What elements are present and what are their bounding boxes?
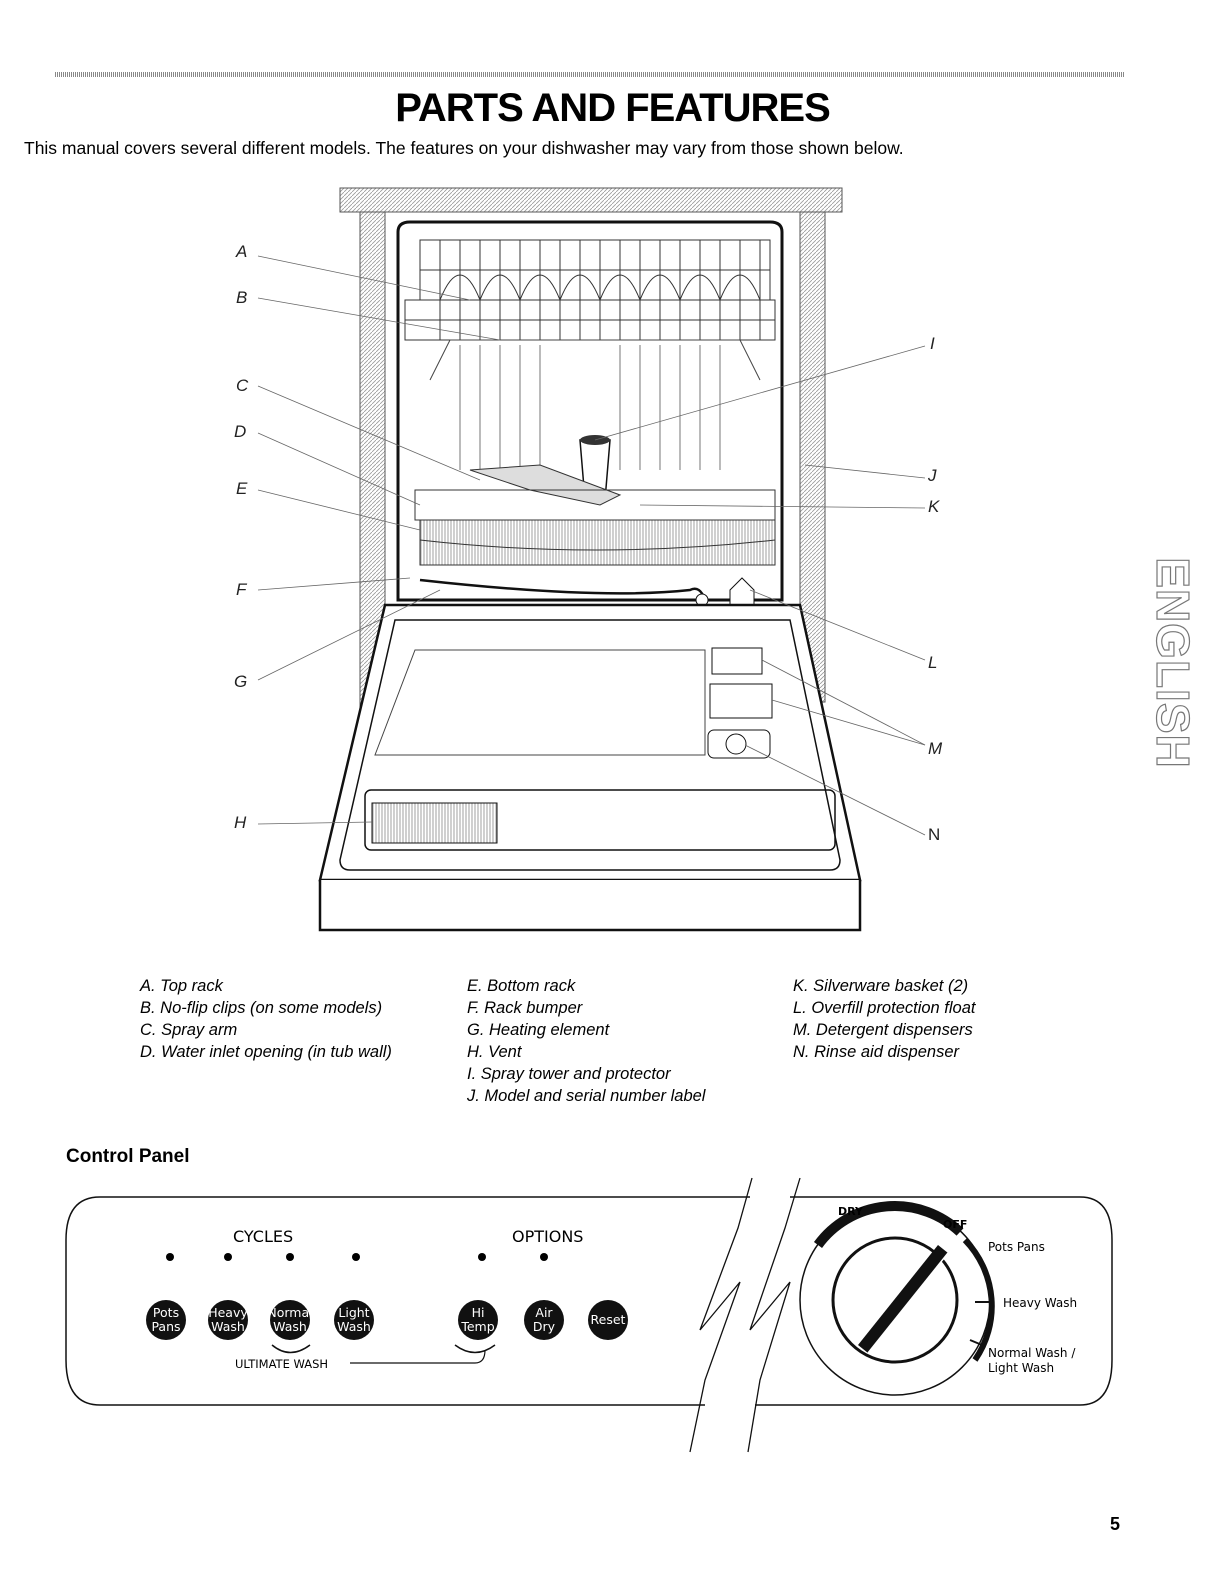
option-indicator-light (540, 1253, 548, 1261)
cycle-dial[interactable] (800, 1205, 990, 1395)
button-label: Reset (590, 1312, 626, 1327)
dial-heavy-wash-label: Heavy Wash (1003, 1296, 1078, 1310)
callout-e: E (236, 479, 248, 498)
button-label: Wash (211, 1319, 245, 1334)
button-label: Pans (151, 1319, 181, 1334)
callout-c: C (236, 376, 249, 395)
button-label: Dry (532, 1319, 556, 1334)
legend-item: E. Bottom rack (467, 977, 576, 995)
legend-item: J. Model and serial number label (467, 1087, 706, 1105)
button-label: Light (338, 1305, 370, 1320)
control-panel-heading: Control Panel (66, 1146, 190, 1167)
legend-item: C. Spray arm (140, 1021, 238, 1039)
dial-light-wash-label: Light Wash (988, 1361, 1055, 1375)
callout-d: D (234, 422, 247, 441)
callout-f: F (236, 580, 247, 599)
options-label: OPTIONS (512, 1227, 584, 1246)
callout-b: B (236, 288, 248, 307)
callout-g: G (234, 672, 248, 691)
cycle-indicator-light (224, 1253, 232, 1261)
option-indicator-light (478, 1253, 486, 1261)
dial-pots-pans-label: Pots Pans (988, 1240, 1045, 1254)
legend-item: H. Vent (467, 1043, 522, 1061)
button-label: Temp (461, 1319, 495, 1334)
dial-off-label: OFF (943, 1218, 968, 1231)
callout-a: A (236, 242, 248, 261)
cycle-indicator-light (286, 1253, 294, 1261)
button-label: Air (535, 1305, 553, 1320)
page-number: 5 (1110, 1514, 1121, 1534)
intro-text: This manual covers several different mod… (24, 138, 904, 158)
callout-m: M (928, 739, 943, 758)
language-tab: ENGLISH (1146, 556, 1199, 769)
language-tab-label: ENGLISH (1146, 556, 1199, 769)
reset-button[interactable]: Reset (588, 1300, 628, 1340)
legend-item: D. Water inlet opening (in tub wall) (140, 1043, 392, 1061)
legend-item: N. Rinse aid dispenser (793, 1043, 959, 1061)
legend-item: G. Heating element (467, 1021, 610, 1039)
legend-item: F. Rack bumper (467, 999, 583, 1017)
page-title: PARTS AND FEATURES (395, 86, 831, 130)
dial-normal-wash-label: Normal Wash / (988, 1346, 1076, 1360)
legend-column-3: K. Silverware basket (2) L. Overfill pro… (793, 975, 976, 1063)
callout-k: K (928, 497, 940, 516)
callout-n: N (928, 825, 941, 844)
legend-item: A. Top rack (140, 977, 223, 995)
button-label: Pots (152, 1305, 180, 1320)
button-label: Hi (471, 1305, 485, 1320)
button-label: Wash (273, 1319, 307, 1334)
legend-item: M. Detergent dispensers (793, 1021, 973, 1039)
callout-i: I (930, 334, 935, 353)
callout-h: H (234, 813, 247, 832)
legend-column-1: A. Top rack B. No-flip clips (on some mo… (140, 975, 392, 1063)
callout-j: J (928, 466, 937, 485)
button-label: Wash (337, 1319, 371, 1334)
callout-l: L (928, 653, 938, 672)
cycles-label: CYCLES (233, 1227, 294, 1246)
dishwasher-diagram (257, 187, 926, 932)
legend-item: B. No-flip clips (on some models) (140, 999, 383, 1017)
ultimate-wash-label: ULTIMATE WASH (235, 1357, 329, 1371)
legend-item: L. Overfill protection float (793, 999, 976, 1017)
button-label: Normal (267, 1305, 313, 1320)
cycle-indicator-light (166, 1253, 174, 1261)
dial-dry-label: DRY (838, 1205, 863, 1218)
button-label: Heavy (208, 1305, 248, 1320)
legend-item: I. Spray tower and protector (467, 1065, 671, 1083)
legend-column-2: E. Bottom rack F. Rack bumper G. Heating… (467, 975, 705, 1107)
top-rule (55, 72, 1125, 77)
legend-item: K. Silverware basket (2) (793, 977, 969, 995)
cycle-indicator-light (352, 1253, 360, 1261)
